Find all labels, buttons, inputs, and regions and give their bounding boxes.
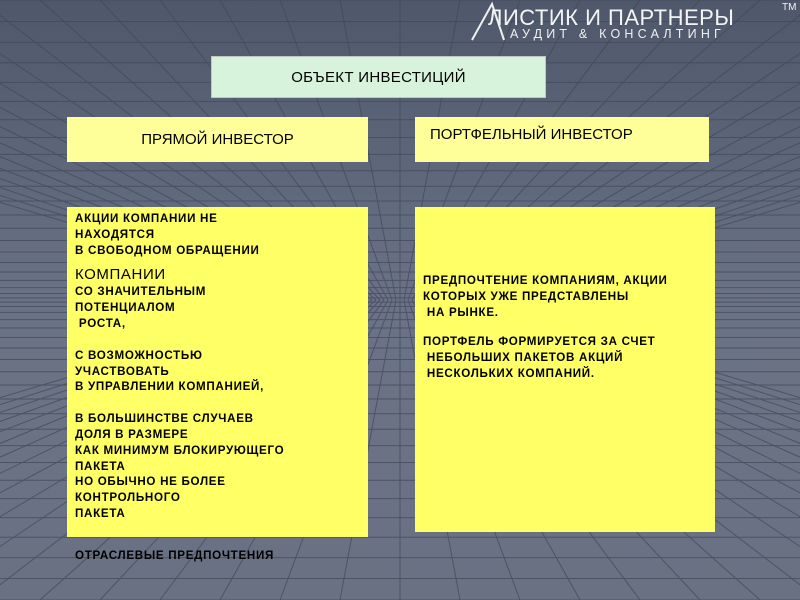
direct-line: НО ОБЫЧНО НЕ БОЛЕЕ	[75, 475, 226, 489]
portfolio-line: НЕБОЛЬШИХ ПАКЕТОВ АКЦИЙ	[423, 351, 624, 365]
direct-investor-panel: АКЦИИ КОМПАНИИ НЕ НАХОДЯТСЯ В СВОБОДНОМ …	[67, 207, 368, 537]
portfolio-line: НА РЫНКЕ.	[423, 305, 499, 319]
direct-line: ПОТЕНЦИАЛОМ	[75, 301, 176, 315]
direct-line: В СВОБОДНОМ ОБРАЩЕНИИ	[75, 243, 260, 257]
logo-mark-icon	[471, 1, 505, 41]
direct-line: ПАКЕТА	[75, 459, 126, 473]
direct-line: РОСТА,	[75, 316, 126, 330]
direct-line: ДОЛЯ В РАЗМЕРЕ	[75, 427, 189, 441]
direct-line: УЧАСТВОВАТЬ	[75, 364, 170, 378]
logo-subtitle: АУДИТ & КОНСАЛТИНГ	[510, 27, 726, 41]
direct-line: АКЦИИ КОМПАНИИ НЕ	[75, 212, 218, 225]
direct-line: КОМПАНИИ	[75, 266, 166, 284]
direct-line: В БОЛЬШИНСТВЕ СЛУЧАЕВ	[75, 412, 254, 426]
investment-object-title: ОБЪЕКТ ИНВЕСТИЦИЙ	[211, 56, 546, 98]
portfolio-line: НЕСКОЛЬКИХ КОМПАНИЙ.	[423, 366, 595, 380]
direct-investor-header: ПРЯМОЙ ИНВЕСТОР	[67, 117, 368, 162]
direct-line: СО ЗНАЧИТЕЛЬНЫМ	[75, 285, 207, 299]
portfolio-investor-panel: ПРЕДПОЧТЕНИЕ КОМПАНИЯМ, АКЦИИ КОТОРЫХ УЖ…	[415, 207, 715, 532]
logo-trademark: TM	[782, 2, 797, 13]
direct-line: ПАКЕТА	[75, 506, 126, 520]
grid-line	[339, 0, 397, 301]
grid-line	[339, 299, 397, 600]
direct-investor-title: ПРЯМОЙ ИНВЕСТОР	[141, 131, 294, 148]
portfolio-investor-title: ПОРТФЕЛЬНЫЙ ИНВЕСТОР	[430, 126, 633, 143]
logo-text: ЛИСТИК И ПАРТНЕРЫ	[488, 5, 735, 30]
direct-line: С ВОЗМОЖНОСТЬЮ	[75, 348, 203, 362]
portfolio-line: КОТОРЫХ УЖЕ ПРЕДСТАВЛЕНЫ	[423, 289, 629, 303]
object-title-text: ОБЪЕКТ ИНВЕСТИЦИЙ	[291, 68, 466, 86]
portfolio-line: ПОРТФЕЛЬ ФОРМИРУЕТСЯ ЗА СЧЕТ	[423, 335, 656, 349]
sector-preferences-note: ОТРАСЛЕВЫЕ ПРЕДПОЧТЕНИЯ	[75, 549, 275, 562]
direct-line: НАХОДЯТСЯ	[75, 227, 155, 241]
direct-line: В УПРАВЛЕНИИ КОМПАНИЕЙ,	[75, 380, 264, 394]
portfolio-line: ПРЕДПОЧТЕНИЕ КОМПАНИЯМ, АКЦИИ	[423, 274, 668, 287]
direct-line: КОНТРОЛЬНОГО	[75, 491, 181, 505]
direct-line: КАК МИНИМУМ БЛОКИРУЮЩЕГО	[75, 443, 285, 457]
company-logo: ЛИСТИК И ПАРТНЕРЫ TM АУДИТ & КОНСАЛТИНГ	[470, 0, 800, 46]
portfolio-investor-header: ПОРТФЕЛЬНЫЙ ИНВЕСТОР	[415, 117, 709, 162]
